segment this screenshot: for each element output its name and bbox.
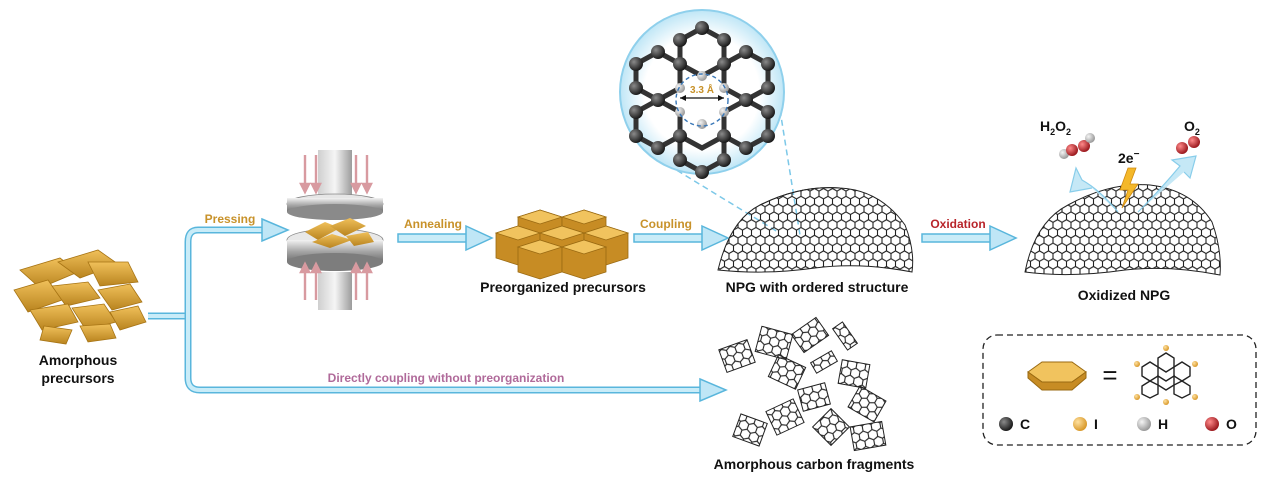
step-oxidation: Oxidation [930,217,985,231]
label-amorphous-precursors-line2: precursors [41,370,114,386]
inset-distance-label: 3.3 Å [690,83,714,96]
npg-ordered-sheet [717,187,914,273]
branch-arrows [148,217,728,403]
preorganized-hex-stacks [494,209,630,280]
legend-equals: = [1102,360,1117,390]
press-apparatus [286,150,384,310]
inset-hydrogen-atoms [675,71,729,129]
reaction-curved-arrows [1069,155,1197,213]
step-direct-coupling: Directly coupling without preorganizatio… [328,371,565,385]
label-2e: 2e− [1118,149,1140,166]
label-amorphous-precursors-line1: Amorphous [39,352,118,368]
legend-atom-c [999,417,1013,431]
step-coupling: Coupling [640,217,692,231]
label-npg-ordered: NPG with ordered structure [726,279,909,295]
amorphous-precursor-flakes [13,249,147,345]
legend-label-c: C [1020,416,1030,432]
coupling-arrow [633,224,730,252]
pore-dashed-ring [675,73,729,127]
legend-atom-i [1073,417,1087,431]
label-preorganized-precursors: Preorganized precursors [480,279,646,295]
oxidized-npg-sheet [1024,184,1221,276]
annealing-arrow [397,224,494,252]
label-h2o2: H2O2 [1040,118,1071,137]
step-pressing: Pressing [205,212,256,226]
legend-hex-tile [1027,361,1087,391]
label-amorphous-carbon-fragments: Amorphous carbon fragments [714,456,915,472]
legend-atom-h [1137,417,1151,431]
amorphous-carbon-fragments [718,316,887,452]
step-annealing: Annealing [404,217,462,231]
label-oxidized-npg: Oxidized NPG [1078,287,1171,303]
inset-carbon-atoms [629,21,775,179]
legend-label-o: O [1226,416,1237,432]
legend-atom-o [1205,417,1219,431]
legend-label-i: I [1094,416,1098,432]
legend-label-h: H [1158,416,1168,432]
legend-atom-key: C I H O [999,416,1237,432]
legend-precursor-molecule [1134,345,1198,405]
inset-molecule: 3.3 Å [629,21,775,179]
lightning-bolt-icon [1119,167,1139,209]
oxidation-arrow [921,224,1018,252]
h2o2-molecule [1059,133,1095,159]
o2-molecule [1176,136,1200,154]
pressure-arrows [299,155,373,300]
label-o2: O2 [1184,118,1200,137]
